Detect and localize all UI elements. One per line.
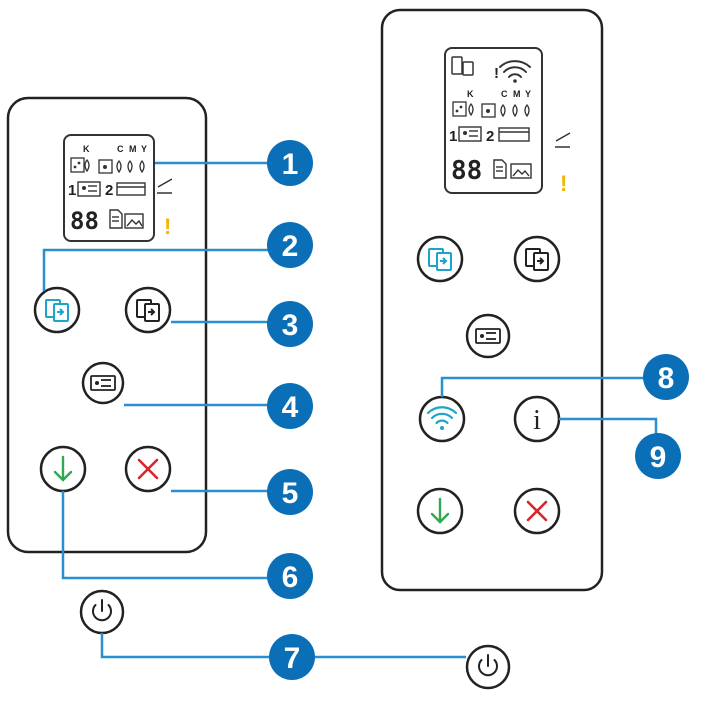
right-lcd-ink-c-label: C (501, 89, 508, 99)
right-control-panel: ! K C M Y 1 (380, 8, 604, 592)
leader-2 (42, 248, 270, 291)
color-copy-icon (45, 299, 69, 322)
callout-7: 7 (269, 634, 315, 680)
right-lcd-id-card-icon (458, 126, 482, 142)
right-wireless-button[interactable] (418, 395, 466, 443)
right-lcd-ink-m-label: M (513, 89, 521, 99)
right-lcd-wifi-alert: ! (494, 65, 499, 82)
callout-7-label: 7 (284, 642, 301, 675)
callout-6: 6 (267, 553, 313, 599)
right-lcd-ink-y-label: Y (525, 89, 531, 99)
wifi-icon (426, 406, 458, 430)
id-card-icon (90, 375, 116, 391)
right-alert-indicator: ! (560, 171, 567, 196)
left-lcd-ink-m-label: M (129, 144, 137, 154)
cancel-x-icon (137, 458, 159, 480)
right-lcd-wifi-icon (499, 60, 531, 83)
left-lcd-ink-icons (70, 157, 145, 174)
id-card-icon (475, 328, 501, 344)
left-lcd-tray2-label: 2 (105, 182, 113, 199)
right-id-copy-button[interactable] (465, 313, 511, 359)
right-lcd-display: ! K C M Y 1 (444, 47, 543, 194)
power-icon (478, 654, 498, 677)
callout-8-label: 8 (658, 362, 675, 395)
callout-3-label: 3 (282, 309, 299, 342)
left-alert-indicator: ! (164, 214, 171, 239)
left-resume-button[interactable] (39, 445, 87, 493)
callout-4: 4 (267, 383, 313, 429)
callout-1: 1 (267, 140, 313, 186)
leader-9 (559, 417, 658, 434)
left-lcd-card-icon (116, 182, 146, 196)
callout-5-label: 5 (282, 477, 299, 510)
left-lcd-ink-k-label: K (83, 144, 90, 154)
callout-8: 8 (643, 354, 689, 400)
left-cancel-button[interactable] (124, 445, 172, 493)
leader-6 (61, 491, 270, 580)
left-lcd-document-icon (109, 209, 123, 229)
left-lcd-ink-c-label: C (117, 144, 124, 154)
right-resume-button[interactable] (416, 487, 464, 535)
right-panel-frame (380, 8, 604, 592)
right-information-button[interactable]: i (513, 395, 561, 443)
left-lcd-display: K C M Y 1 2 (63, 134, 155, 242)
right-lcd-tray2-label: 2 (486, 128, 494, 145)
right-lcd-copies-digits: 88 (451, 156, 482, 186)
callout-leader-lines (42, 161, 658, 659)
left-black-copy-button[interactable] (124, 286, 172, 334)
left-control-panel: K C M Y 1 2 (6, 96, 208, 554)
left-power-button[interactable] (79, 589, 125, 635)
left-lcd-ink-y-label: Y (141, 144, 147, 154)
arrow-down-icon (430, 497, 450, 524)
callout-9-label: 9 (650, 441, 667, 474)
right-lcd-card-icon (498, 127, 530, 142)
black-copy-icon (136, 299, 160, 322)
callout-2-label: 2 (282, 230, 299, 263)
color-copy-icon (428, 248, 452, 271)
leader-8 (440, 376, 646, 397)
arrow-down-icon (53, 455, 73, 482)
callout-1-label: 1 (282, 148, 299, 181)
left-lcd-id-card-icon (77, 181, 101, 197)
right-lcd-frame (444, 47, 543, 194)
right-lcd-ink-k-label: K (467, 89, 474, 99)
black-copy-icon (525, 248, 549, 271)
left-panel-frame (6, 96, 208, 554)
left-id-copy-button[interactable] (81, 361, 125, 405)
callout-4-label: 4 (282, 391, 299, 424)
callout-3: 3 (267, 301, 313, 347)
right-lcd-tray1-label: 1 (449, 128, 457, 145)
callout-6-label: 6 (282, 561, 299, 594)
left-lcd-photo-icon (124, 213, 144, 229)
left-paper-feed-icon (157, 178, 173, 194)
callout-5: 5 (267, 469, 313, 515)
callout-2: 2 (267, 222, 313, 268)
right-lcd-document-icon (493, 159, 507, 179)
right-black-copy-button[interactable] (513, 235, 561, 283)
right-lcd-photo-icon (510, 163, 532, 179)
cancel-x-icon (526, 500, 548, 522)
left-lcd-tray1-label: 1 (68, 182, 76, 199)
right-power-button[interactable] (465, 644, 511, 690)
info-icon: i (533, 405, 541, 436)
power-icon (92, 599, 112, 622)
right-lcd-wifi-direct-icon (451, 56, 474, 76)
callout-9: 9 (635, 433, 681, 479)
right-color-copy-button[interactable] (416, 235, 464, 283)
right-paper-feed-icon (555, 132, 571, 148)
left-color-copy-button[interactable] (33, 286, 81, 334)
left-lcd-copies-digits: 88 (70, 207, 99, 235)
leader-7 (100, 633, 466, 659)
right-lcd-ink-icons (452, 101, 530, 118)
right-cancel-button[interactable] (513, 487, 561, 535)
